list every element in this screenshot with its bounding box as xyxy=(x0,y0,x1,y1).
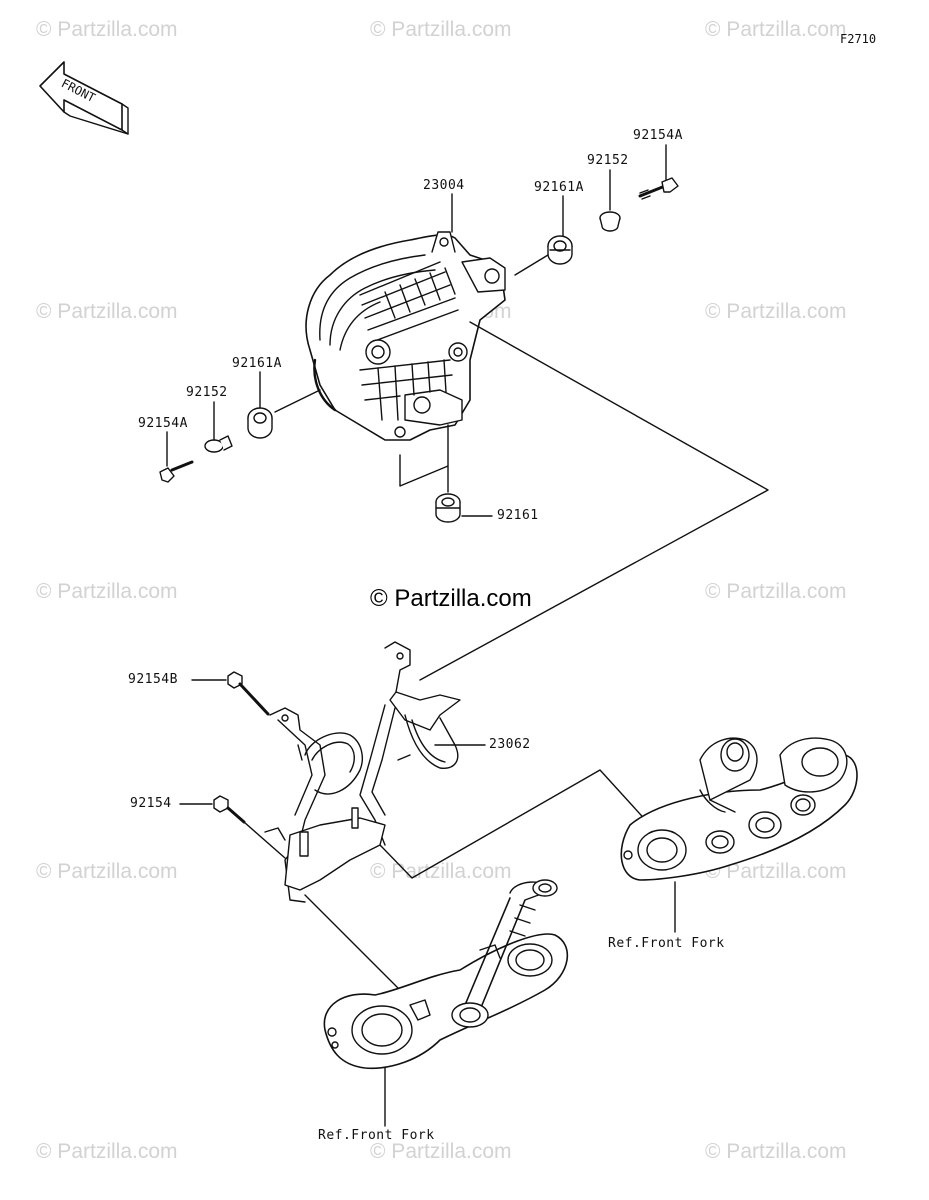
ref-label-upper: Ref.Front Fork xyxy=(608,936,725,951)
watermark: © Partzilla.com xyxy=(370,18,512,41)
watermark: © Partzilla.com xyxy=(370,1140,512,1163)
part-label-23004: 23004 xyxy=(423,178,465,193)
watermark: © Partzilla.com xyxy=(36,18,178,41)
upper-triple-clamp xyxy=(620,737,858,881)
part-label-92154a-right: 92154A xyxy=(633,128,683,143)
figure-code: F2710 xyxy=(840,32,877,46)
part-label-92154: 92154 xyxy=(130,796,172,811)
part-label-92161: 92161 xyxy=(497,508,539,523)
headlight-assembly xyxy=(305,231,506,441)
part-label-92152-right: 92152 xyxy=(587,153,629,168)
watermark: © Partzilla.com xyxy=(36,1140,178,1163)
collar-left xyxy=(204,435,233,453)
headlight-bracket xyxy=(264,641,461,903)
grommet-right xyxy=(547,235,573,265)
watermark: © Partzilla.com xyxy=(36,580,178,603)
collar-right xyxy=(599,211,621,232)
watermark: © Partzilla.com xyxy=(705,860,847,883)
bolt-c xyxy=(213,795,246,824)
watermark: © Partzilla.com xyxy=(705,1140,847,1163)
part-label-92154a-left: 92154A xyxy=(138,416,188,431)
watermark: © Partzilla.com xyxy=(705,18,847,41)
ref-label-lower: Ref.Front Fork xyxy=(318,1128,435,1143)
part-label-92161a-left: 92161A xyxy=(232,356,282,371)
bolt-b xyxy=(227,671,270,716)
part-label-92152-left: 92152 xyxy=(186,385,228,400)
watermark: © Partzilla.com xyxy=(36,860,178,883)
watermark: © Partzilla.com xyxy=(705,300,847,323)
front-arrow-icon: FRONT xyxy=(39,61,129,135)
lower-triple-clamp xyxy=(323,879,569,1070)
watermark: © Partzilla.com xyxy=(370,860,512,883)
center-watermark: © Partzilla.com xyxy=(370,585,532,612)
part-label-92161a-right: 92161A xyxy=(534,180,584,195)
watermark: © Partzilla.com xyxy=(705,580,847,603)
bolt-left xyxy=(159,460,194,483)
bolt-right xyxy=(638,177,679,200)
part-label-92154b: 92154B xyxy=(128,672,178,687)
part-label-23062: 23062 xyxy=(489,737,531,752)
grommet-left xyxy=(247,407,273,439)
watermark: © Partzilla.com xyxy=(36,300,178,323)
grommet-bottom xyxy=(435,493,461,523)
